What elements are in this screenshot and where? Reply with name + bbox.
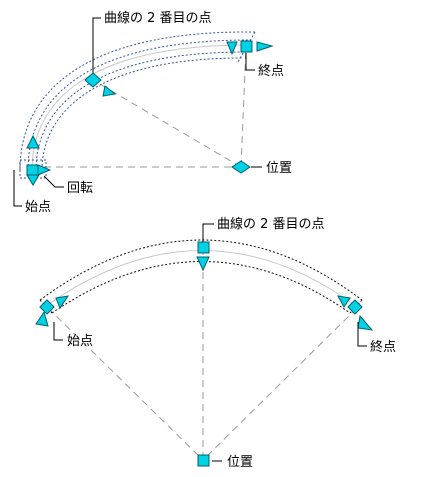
- top-start-point-grip[interactable]: [26, 164, 39, 176]
- top-rotation-leader: [43, 175, 64, 188]
- bottom-start-label: 始点: [67, 334, 93, 349]
- bottom-end-arrow-in-grip[interactable]: [337, 295, 351, 308]
- top-location-label: 位置: [266, 161, 292, 176]
- bottom-second-point-grip[interactable]: [197, 241, 210, 254]
- top-end-point-grip[interactable]: [240, 40, 253, 53]
- bottom-start-arrow-out-grip[interactable]: [35, 310, 49, 327]
- bottom-start-point-grip[interactable]: [39, 299, 55, 315]
- bottom-end-point-grip[interactable]: [347, 299, 363, 315]
- top-diagram: 曲線の 2 番目の点 終点 位置 回転 始点: [13, 10, 292, 215]
- bottom-end-label: 終点: [370, 339, 396, 355]
- top-width-arrow-grip[interactable]: [102, 85, 117, 97]
- top-start-label: 始点: [25, 200, 51, 215]
- bottom-end-arrow-out-grip[interactable]: [357, 314, 374, 331]
- bottom-start-arrow-in-grip[interactable]: [55, 295, 70, 310]
- bottom-guide-start-to-location: [47, 307, 204, 461]
- top-wall-outer-edge: [19, 31, 256, 171]
- top-wall-inner-edge-2: [27, 39, 251, 171]
- top-location-grip[interactable]: [231, 160, 251, 174]
- top-rotation-grip[interactable]: [37, 164, 52, 176]
- top-start-leader: [13, 170, 22, 207]
- bottom-guide-end-to-location: [202, 307, 358, 461]
- bottom-second-arrow-grip[interactable]: [196, 256, 210, 272]
- top-end-label: 終点: [258, 63, 284, 79]
- top-start-arrow-up-grip[interactable]: [26, 134, 40, 149]
- bottom-end-leader: [357, 322, 367, 347]
- bottom-wall-inner-edge: [51, 261, 351, 314]
- bottom-start-leader: [53, 322, 63, 341]
- top-end-leader: [245, 53, 255, 71]
- bottom-location-grip[interactable]: [197, 454, 210, 467]
- top-second-point-leader: [92, 17, 101, 73]
- bottom-second-point-label: 曲線の 2 番目の点: [217, 216, 325, 232]
- top-end-arrow-right-grip[interactable]: [256, 41, 274, 52]
- top-wall-inner-edge: [41, 57, 243, 171]
- top-start-arrow-down-grip[interactable]: [26, 174, 40, 186]
- top-guide-location-to-end: [240, 46, 247, 168]
- top-guide-location-to-second: [92, 79, 242, 168]
- top-second-point-grip[interactable]: [84, 72, 102, 88]
- bottom-second-point-leader: [202, 223, 214, 242]
- top-end-arrow-left-grip[interactable]: [226, 41, 238, 56]
- bottom-location-label: 位置: [227, 455, 253, 470]
- top-rotation-label: 回転: [67, 181, 93, 196]
- top-second-point-label: 曲線の 2 番目の点: [104, 10, 212, 26]
- bottom-diagram: 曲線の 2 番目の点 始点 終点 位置: [35, 216, 396, 470]
- top-wall-inner-edge-3: [35, 51, 246, 171]
